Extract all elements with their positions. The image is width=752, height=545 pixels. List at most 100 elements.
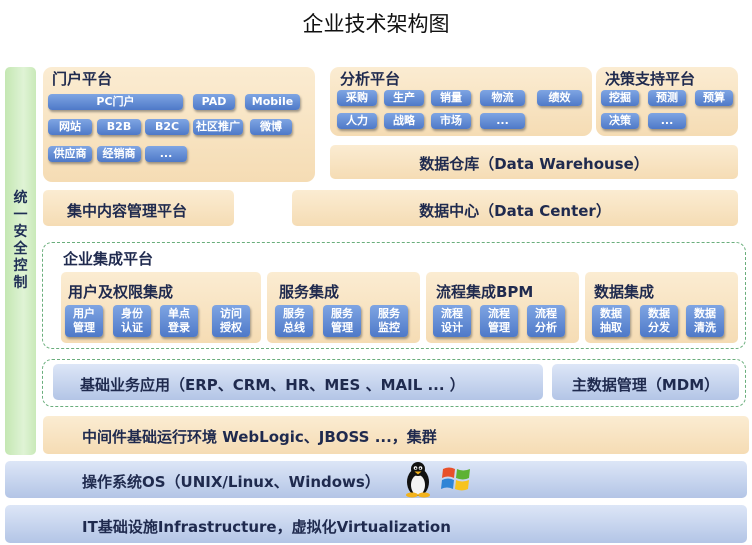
analysis-item-market[interactable]: 市场 (431, 113, 471, 129)
data-center-box (292, 190, 738, 226)
button-line: 数据 (694, 307, 716, 320)
button-line: 身份 (121, 307, 143, 320)
analysis-item-production[interactable]: 生产 (384, 90, 424, 106)
integration-group-label: 服务集成 (279, 283, 340, 301)
security-control-char: 一 (13, 207, 28, 223)
process-analysis-button[interactable]: 流程分析 (527, 305, 565, 337)
data-cleansing-button[interactable]: 数据清洗 (686, 305, 724, 337)
identity-auth-button[interactable]: 身份认证 (113, 305, 151, 337)
portal-item-more[interactable]: ... (145, 146, 187, 162)
security-control-label: 统一安全控制 (5, 190, 36, 292)
data-distribution-button[interactable]: 数据分发 (640, 305, 678, 337)
integration-group-label: 用户及权限集成 (68, 283, 174, 301)
security-control-char: 控 (13, 258, 28, 274)
decision-item-forecast[interactable]: 预测 (648, 90, 686, 106)
middleware-label: 中间件基础运行环境 WebLogic、JBOSS ...，集群 (82, 428, 437, 446)
integration-platform-frame (42, 242, 746, 349)
button-line: 清洗 (694, 321, 716, 334)
button-line: 访问 (220, 307, 242, 320)
portal-item-b2b[interactable]: B2B (97, 119, 141, 135)
button-line: 服务 (378, 307, 400, 320)
analysis-item-more[interactable]: ... (480, 113, 525, 129)
business-apps-label: 基础业务应用（ERP、CRM、HR、MES 、MAIL ... ） (80, 376, 465, 394)
button-line: 分发 (648, 321, 670, 334)
middleware-box (43, 416, 749, 454)
button-line: 数据 (648, 307, 670, 320)
analysis-platform-label: 分析平台 (340, 70, 401, 88)
button-line: 监控 (378, 321, 400, 334)
os-label: 操作系统OS（UNIX/Linux、Windows） (82, 473, 380, 491)
business-layer-frame (42, 359, 746, 407)
portal-item-community[interactable]: 社区推广 (193, 119, 243, 135)
portal-item-mobile[interactable]: Mobile (245, 94, 300, 110)
single-sign-on-button[interactable]: 单点登录 (160, 305, 198, 337)
decision-item-more[interactable]: ... (648, 113, 686, 129)
button-line: 流程 (535, 307, 557, 320)
button-line: 管理 (331, 321, 353, 334)
page-title: 企业技术架构图 (302, 12, 450, 36)
service-monitoring-button[interactable]: 服务监控 (370, 305, 408, 337)
tux-penguin-icon (403, 461, 433, 498)
security-control-char: 统 (13, 190, 28, 206)
mdm-box (552, 364, 739, 400)
portal-item-pad[interactable]: PAD (193, 94, 235, 110)
button-line: 数据 (600, 307, 622, 320)
portal-item-weibo[interactable]: 微博 (250, 119, 292, 135)
button-line: 抽取 (600, 321, 622, 334)
data-extraction-button[interactable]: 数据抽取 (592, 305, 630, 337)
analysis-item-hr[interactable]: 人力 (337, 113, 377, 129)
portal-item-dealer[interactable]: 经销商 (97, 146, 141, 162)
process-management-button[interactable]: 流程管理 (480, 305, 518, 337)
button-line: 登录 (168, 321, 190, 334)
portal-platform-label: 门户平台 (52, 70, 113, 88)
button-line: 分析 (535, 321, 557, 334)
button-line: 设计 (441, 321, 463, 334)
portal-item-supplier[interactable]: 供应商 (48, 146, 92, 162)
analysis-item-logistics[interactable]: 物流 (480, 90, 525, 106)
data-warehouse-label: 数据仓库（Data Warehouse） (419, 155, 649, 173)
portal-item-pc[interactable]: PC门户 (48, 94, 183, 110)
integration-group-label: 数据集成 (594, 283, 655, 301)
infrastructure-box (5, 505, 747, 543)
os-box (5, 461, 747, 498)
data-warehouse-box (330, 145, 738, 179)
button-line: 认证 (121, 321, 143, 334)
button-line: 用户 (73, 307, 95, 320)
cms-platform-label: 集中内容管理平台 (67, 202, 188, 220)
button-line: 总线 (283, 321, 305, 334)
security-control-char: 全 (13, 241, 28, 257)
button-line: 授权 (220, 321, 242, 334)
button-line: 管理 (73, 321, 95, 334)
analysis-item-purchase[interactable]: 采购 (337, 90, 377, 106)
service-bus-button[interactable]: 服务总线 (275, 305, 313, 337)
button-line: 单点 (168, 307, 190, 320)
user-management-button[interactable]: 用户管理 (65, 305, 103, 337)
analysis-item-strategy[interactable]: 战略 (384, 113, 424, 129)
decision-item-budget[interactable]: 预算 (695, 90, 733, 106)
button-line: 管理 (488, 321, 510, 334)
portal-item-website[interactable]: 网站 (48, 119, 92, 135)
button-line: 流程 (441, 307, 463, 320)
access-authorization-button[interactable]: 访问授权 (212, 305, 250, 337)
security-control-char: 制 (13, 275, 28, 291)
button-line: 服务 (331, 307, 353, 320)
analysis-item-performance[interactable]: 绩效 (537, 90, 582, 106)
integration-group-label: 流程集成BPM (436, 283, 534, 301)
decision-item-decision[interactable]: 决策 (601, 113, 639, 129)
button-line: 服务 (283, 307, 305, 320)
service-management-button[interactable]: 服务管理 (323, 305, 361, 337)
integration-platform-label: 企业集成平台 (63, 250, 154, 268)
process-design-button[interactable]: 流程设计 (433, 305, 471, 337)
cms-platform-box (43, 190, 234, 226)
portal-item-b2c[interactable]: B2C (145, 119, 189, 135)
mdm-label: 主数据管理（MDM） (571, 376, 720, 394)
business-apps-box (53, 364, 543, 400)
analysis-item-sales[interactable]: 销量 (431, 90, 471, 106)
security-control-bar (5, 67, 36, 455)
decision-platform-label: 决策支持平台 (605, 70, 696, 88)
security-control-char: 安 (13, 224, 28, 240)
infrastructure-label: IT基础设施Infrastructure，虚拟化Virtualization (82, 518, 451, 536)
windows-flag-icon (440, 462, 474, 496)
decision-item-mining[interactable]: 挖掘 (601, 90, 639, 106)
button-line: 流程 (488, 307, 510, 320)
